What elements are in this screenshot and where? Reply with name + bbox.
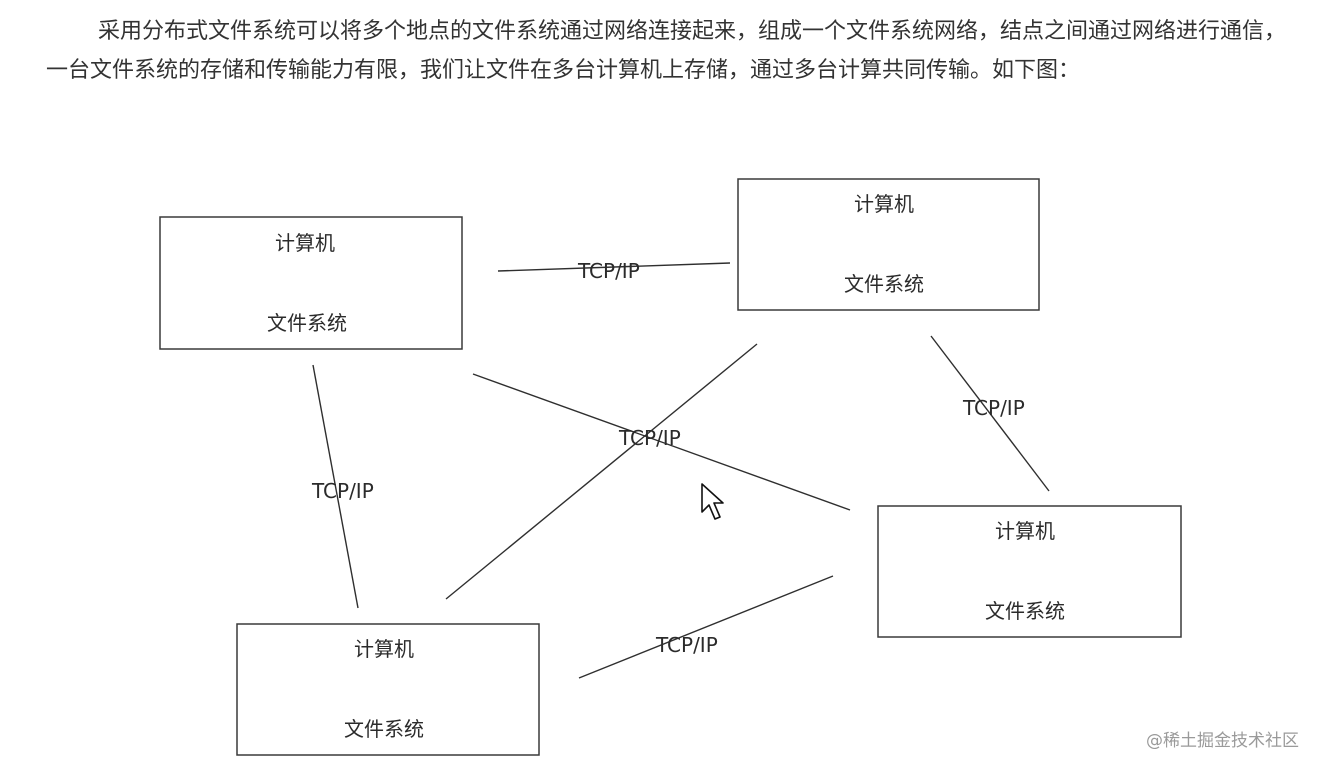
node-title: 计算机 xyxy=(275,231,335,255)
edge-top-left-to-bottom-left xyxy=(312,364,359,609)
edge-bottom-left-to-bottom-right xyxy=(578,575,834,679)
intro-paragraph: 采用分布式文件系统可以将多个地点的文件系统通过网络连接起来，组成一个文件系统网络… xyxy=(46,19,1287,83)
node-bottom-right: 计算机 文件系统 xyxy=(877,505,1182,638)
edge-label-left: TCP/IP xyxy=(311,479,374,503)
node-title: 计算机 xyxy=(854,192,914,216)
edge-label-bottom: TCP/IP xyxy=(655,633,718,657)
node-subtitle: 文件系统 xyxy=(844,272,924,296)
node-title: 计算机 xyxy=(354,637,414,661)
node-bottom-left: 计算机 文件系统 xyxy=(236,623,540,756)
node-subtitle: 文件系统 xyxy=(344,717,424,741)
edge-top-right-to-bottom-left xyxy=(445,343,758,600)
watermark: @稀土掘金技术社区 xyxy=(1146,731,1299,751)
node-top-left: 计算机 文件系统 xyxy=(159,216,463,350)
node-subtitle: 文件系统 xyxy=(985,599,1065,623)
node-subtitle: 文件系统 xyxy=(267,311,347,335)
edge-label-right: TCP/IP xyxy=(962,396,1025,420)
node-title: 计算机 xyxy=(995,519,1055,543)
edge-top-left-to-top-right xyxy=(497,262,731,272)
edge-label-top: TCP/IP xyxy=(577,259,640,283)
edge-label-center: TCP/IP xyxy=(618,426,681,450)
edge-top-right-to-bottom-right xyxy=(930,335,1050,492)
node-top-right: 计算机 文件系统 xyxy=(737,178,1040,311)
edge-top-left-to-bottom-right xyxy=(472,373,851,511)
mouse-pointer-icon xyxy=(701,483,724,520)
